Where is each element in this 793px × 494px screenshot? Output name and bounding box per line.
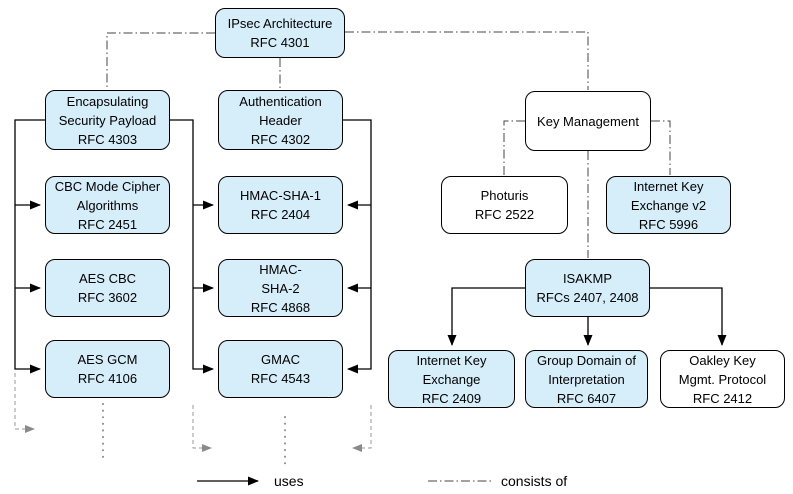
legend-consists-of-label: consists of (501, 473, 568, 489)
edge-keymgmt-photuris (503, 120, 525, 175)
node-isakmp: ISAKMP RFCs 2407, 2408 (525, 259, 650, 317)
node-key-management: Key Management (525, 91, 651, 151)
edge-esp-left-rail (14, 119, 45, 374)
legend-uses-label: uses (274, 473, 304, 489)
edge-isakmp-oakley (650, 287, 727, 346)
node-hmac-sha2: HMAC- SHA-2 RFC 4868 (218, 259, 343, 317)
node-oakley: Oakley Key Mgmt. Protocol RFC 2412 (660, 350, 785, 408)
node-group-domain-interpretation: Group Domain of Interpretation RFC 6407 (525, 350, 648, 408)
node-ike-v2: Internet Key Exchange v2 RFC 5996 (606, 176, 731, 234)
edge-isakmp-ike (447, 287, 525, 346)
node-photuris: Photuris RFC 2522 (441, 176, 568, 234)
node-aes-gcm: AES GCM RFC 4106 (45, 340, 170, 398)
edge-ah-right-rail (343, 119, 372, 374)
node-cbc-mode-cipher: CBC Mode Cipher Algorithms RFC 2451 (45, 176, 170, 234)
continuation-left-rail (14, 373, 35, 433)
edge-ipsec-keymgmt (345, 31, 589, 90)
edge-esp-middle-rail (170, 119, 214, 374)
node-ipsec-architecture: IPsec Architecture RFC 4301 (215, 8, 345, 58)
node-aes-cbc: AES CBC RFC 3602 (45, 259, 170, 317)
continuation-right-rail (352, 405, 372, 452)
edge-keymgmt-ikev2 (651, 120, 671, 175)
edge-ipsec-esp (106, 32, 215, 89)
node-internet-key-exchange: Internet Key Exchange RFC 2409 (388, 350, 515, 408)
node-hmac-sha1: HMAC-SHA-1 RFC 2404 (218, 176, 343, 234)
continuation-middle-rail (192, 405, 212, 452)
node-esp: Encapsulating Security Payload RFC 4303 (45, 90, 170, 150)
node-gmac: GMAC RFC 4543 (218, 340, 343, 398)
node-authentication-header: Authentication Header RFC 4302 (218, 90, 343, 150)
